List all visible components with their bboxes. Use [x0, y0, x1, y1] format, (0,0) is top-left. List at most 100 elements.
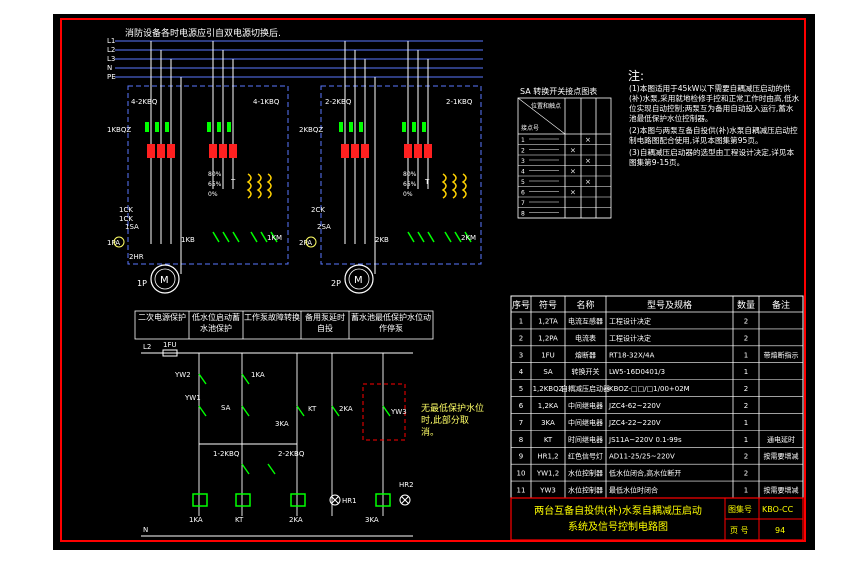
bom-cell: 时间继电器 [568, 435, 603, 444]
left-breaker-a-label: 4-2KBQ [131, 98, 158, 106]
bom-cell: 1 [744, 351, 748, 359]
bom-cell: 2 [519, 334, 523, 342]
power-bus [115, 40, 483, 78]
label-c2: 2-2KBQ [278, 450, 305, 458]
bom-cell: RT18-32X/4A [609, 351, 655, 359]
bus-label-l2: L2 [107, 46, 115, 54]
bom-cell: JZC4-62~220V [608, 402, 661, 410]
right-starter-label: 2KBQZ [299, 126, 323, 134]
note-2: (2)本图与两泵互备自投供(补)水泵自耦减压启动控制电路图配合使用,详见本图集第… [629, 126, 798, 145]
label-sa: SA [221, 404, 231, 412]
bom-cell: 带熔断指示 [764, 350, 799, 359]
bom-header-cell: 序号 [512, 299, 530, 311]
sa-row-id: 3 [521, 158, 525, 165]
sa-row-id: 6 [521, 190, 525, 197]
right-tap-65: 65% [403, 181, 417, 188]
bus-label-l3: L3 [107, 55, 115, 63]
bom-cell: 3KA [541, 419, 555, 427]
neutral-label: N [143, 526, 148, 534]
bom-cell: 低水位闭合,高水位断开 [609, 469, 681, 478]
bom-cell: 水位控制器 [568, 486, 603, 495]
left-power-circuit: 4-2KBQ 4-1KBQ 1KBQZ T 80% 65% 0% 1KB 1KM… [107, 41, 289, 294]
left-ammeter-symbol [113, 236, 125, 248]
right-ammeter-symbol [305, 236, 317, 248]
bom-cell: 电流互感器 [568, 316, 603, 325]
bom-cell: 1,2TA [538, 317, 558, 325]
circuit-drawing: 消防设备各时电源应引自双电源切换后. L1 L2 L3 N PE [60, 18, 806, 542]
sa-row-id: 1 [521, 137, 525, 144]
note-3: (3)自耦减压启动器的选型由工程设计决定,详见本图集第9-15页。 [629, 148, 795, 167]
sa-mark: × [585, 136, 591, 144]
right-breaker-b-label: 2-1KBQ [446, 98, 473, 106]
sa-mark: × [570, 147, 576, 155]
label-kt: KT [308, 405, 317, 413]
left-breaker-b-label: 4-1KBQ [253, 98, 280, 106]
sa-row-id: 4 [521, 169, 525, 176]
bom-cell: 11 [517, 487, 526, 495]
bom-cell: LW5-16D0401/3 [609, 368, 665, 376]
bom-cell: 1,2KA [538, 402, 559, 410]
bom-cell: KBOZ-□□/□1/00+02M [609, 385, 690, 393]
label-k3: 3KA [275, 420, 289, 428]
bom-header-cell: 备注 [772, 299, 790, 311]
bom-cell: 熔断器 [575, 350, 596, 359]
sa-row-id: 5 [521, 179, 525, 186]
bom-cell: JZC4-22~220V [608, 419, 661, 427]
title-block: 两台互备自投供(补)水泵自耦减压启动 系统及信号控制电路图 图集号 KBO-CC… [510, 497, 804, 541]
title-line-2: 系统及信号控制电路图 [568, 520, 668, 533]
right-power-circuit: 2-2KBQ 2-1KBQ 2KBQZ T 80% 65% 0% 2KB 2KM… [299, 41, 482, 294]
label-k1: 1KA [251, 371, 265, 379]
lamp-hr2 [399, 494, 411, 506]
notes-block: 注: (1)本图适用于45kW以下需要自耦减压启动的供(补)水泵,采用就地检修手… [628, 68, 799, 167]
title-line-1: 两台互备自投供(补)水泵自耦减压启动 [534, 504, 702, 517]
atlas-label: 图集号 [728, 504, 752, 514]
atlas-value: KBO-CC [762, 505, 794, 514]
sa-header-position: 位置和触点 [531, 102, 561, 110]
coil-2ka [290, 493, 306, 507]
bom-cell: 2 [744, 402, 748, 410]
lamp-hr2-label: HR2 [399, 481, 414, 489]
bom-cell: 10 [517, 470, 526, 478]
lamp-hr1-label: HR1 [342, 497, 357, 505]
right-sw-label: 2SA [317, 223, 331, 231]
bom-cell: 5 [519, 385, 523, 393]
supply-l-label: L2 [143, 343, 151, 351]
bom-cell: KT [544, 436, 553, 444]
left-kt-label: 1KB [181, 236, 195, 244]
bom-cell: 1 [519, 317, 523, 325]
drawing-viewport[interactable]: 消防设备各时电源应引自双电源切换后. L1 L2 L3 N PE [53, 14, 815, 550]
control-circuit: L2 1FU YW2 YW1 SA 1KA KT 2KA 3KA 1 [141, 341, 484, 537]
bom-cell: 1 [744, 368, 748, 376]
left-ct-label: 1CK [119, 206, 133, 214]
right-breaker-a-label: 2-2KBQ [325, 98, 352, 106]
yw3-box [362, 383, 406, 441]
label-yw3: YW3 [390, 408, 407, 416]
bom-cell: 工程设计决定 [609, 316, 651, 325]
coil-kt-label: KT [235, 516, 244, 524]
bom-cell: 6 [519, 402, 524, 410]
bom-cell: 电流表 [575, 333, 596, 342]
bom-cell: 1 [744, 436, 748, 444]
bom-cell: 1,2KBQZ [533, 385, 564, 393]
function-header-cell-1: 二次电源保护 [138, 313, 186, 322]
sa-row-id: 7 [521, 200, 525, 207]
bom-cell: 8 [519, 436, 523, 444]
fuse-1fu [162, 349, 178, 357]
sa-mark: × [570, 168, 576, 176]
bom-cell: YW1,2 [536, 470, 559, 478]
notes-title: 注: [628, 68, 644, 83]
function-header-cell-2: 低水位启动蓄水池保护 [192, 313, 240, 333]
right-tap-80: 80% [403, 171, 417, 178]
bom-cell: YW3 [539, 487, 556, 495]
bom-cell: 1 [744, 419, 748, 427]
left-starter-label: 1KBQZ [107, 126, 131, 134]
sa-row-id: 8 [521, 211, 525, 218]
bom-cell: 1 [744, 487, 748, 495]
sa-row-id: 2 [521, 148, 525, 155]
left-lamp-label: 2HR [129, 253, 144, 261]
label-yw1: YW1 [184, 394, 201, 402]
right-timer-label: T [424, 178, 430, 186]
page-value: 94 [775, 526, 785, 535]
